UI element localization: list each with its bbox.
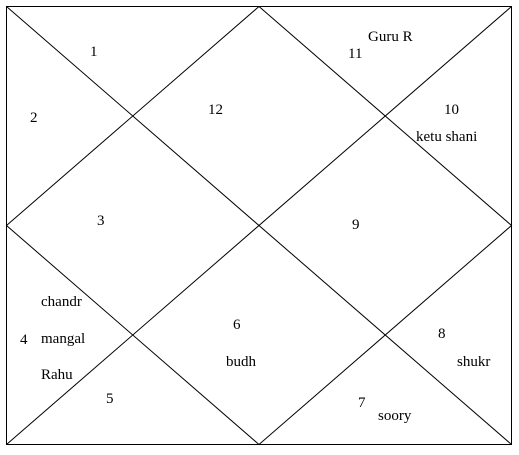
planet-ketu-shani: ketu shani xyxy=(416,129,477,145)
planet-shukr: shukr xyxy=(457,354,490,370)
planet-budh: budh xyxy=(226,354,257,370)
house-12-number: 12 xyxy=(208,102,223,118)
house-6-number: 6 xyxy=(233,317,241,333)
house-9-number: 9 xyxy=(352,217,360,233)
diagonal-anti xyxy=(6,6,512,445)
planet-mangal: mangal xyxy=(41,331,85,347)
house-7-number: 7 xyxy=(358,395,366,411)
planet-rahu: Rahu xyxy=(41,367,73,383)
house-1-number: 1 xyxy=(90,44,98,60)
planet-guru-r: Guru R xyxy=(368,29,413,45)
planet-soory: soory xyxy=(378,408,412,424)
house-8-number: 8 xyxy=(438,326,446,342)
planet-chandr: chandr xyxy=(41,294,82,310)
house-4-number: 4 xyxy=(20,332,28,348)
house-5-number: 5 xyxy=(106,391,114,407)
house-3-number: 3 xyxy=(97,213,105,229)
inner-diamond xyxy=(5,5,513,446)
house-10-number: 10 xyxy=(444,102,459,118)
house-11-number: 11 xyxy=(348,46,362,62)
house-2-number: 2 xyxy=(30,110,38,126)
